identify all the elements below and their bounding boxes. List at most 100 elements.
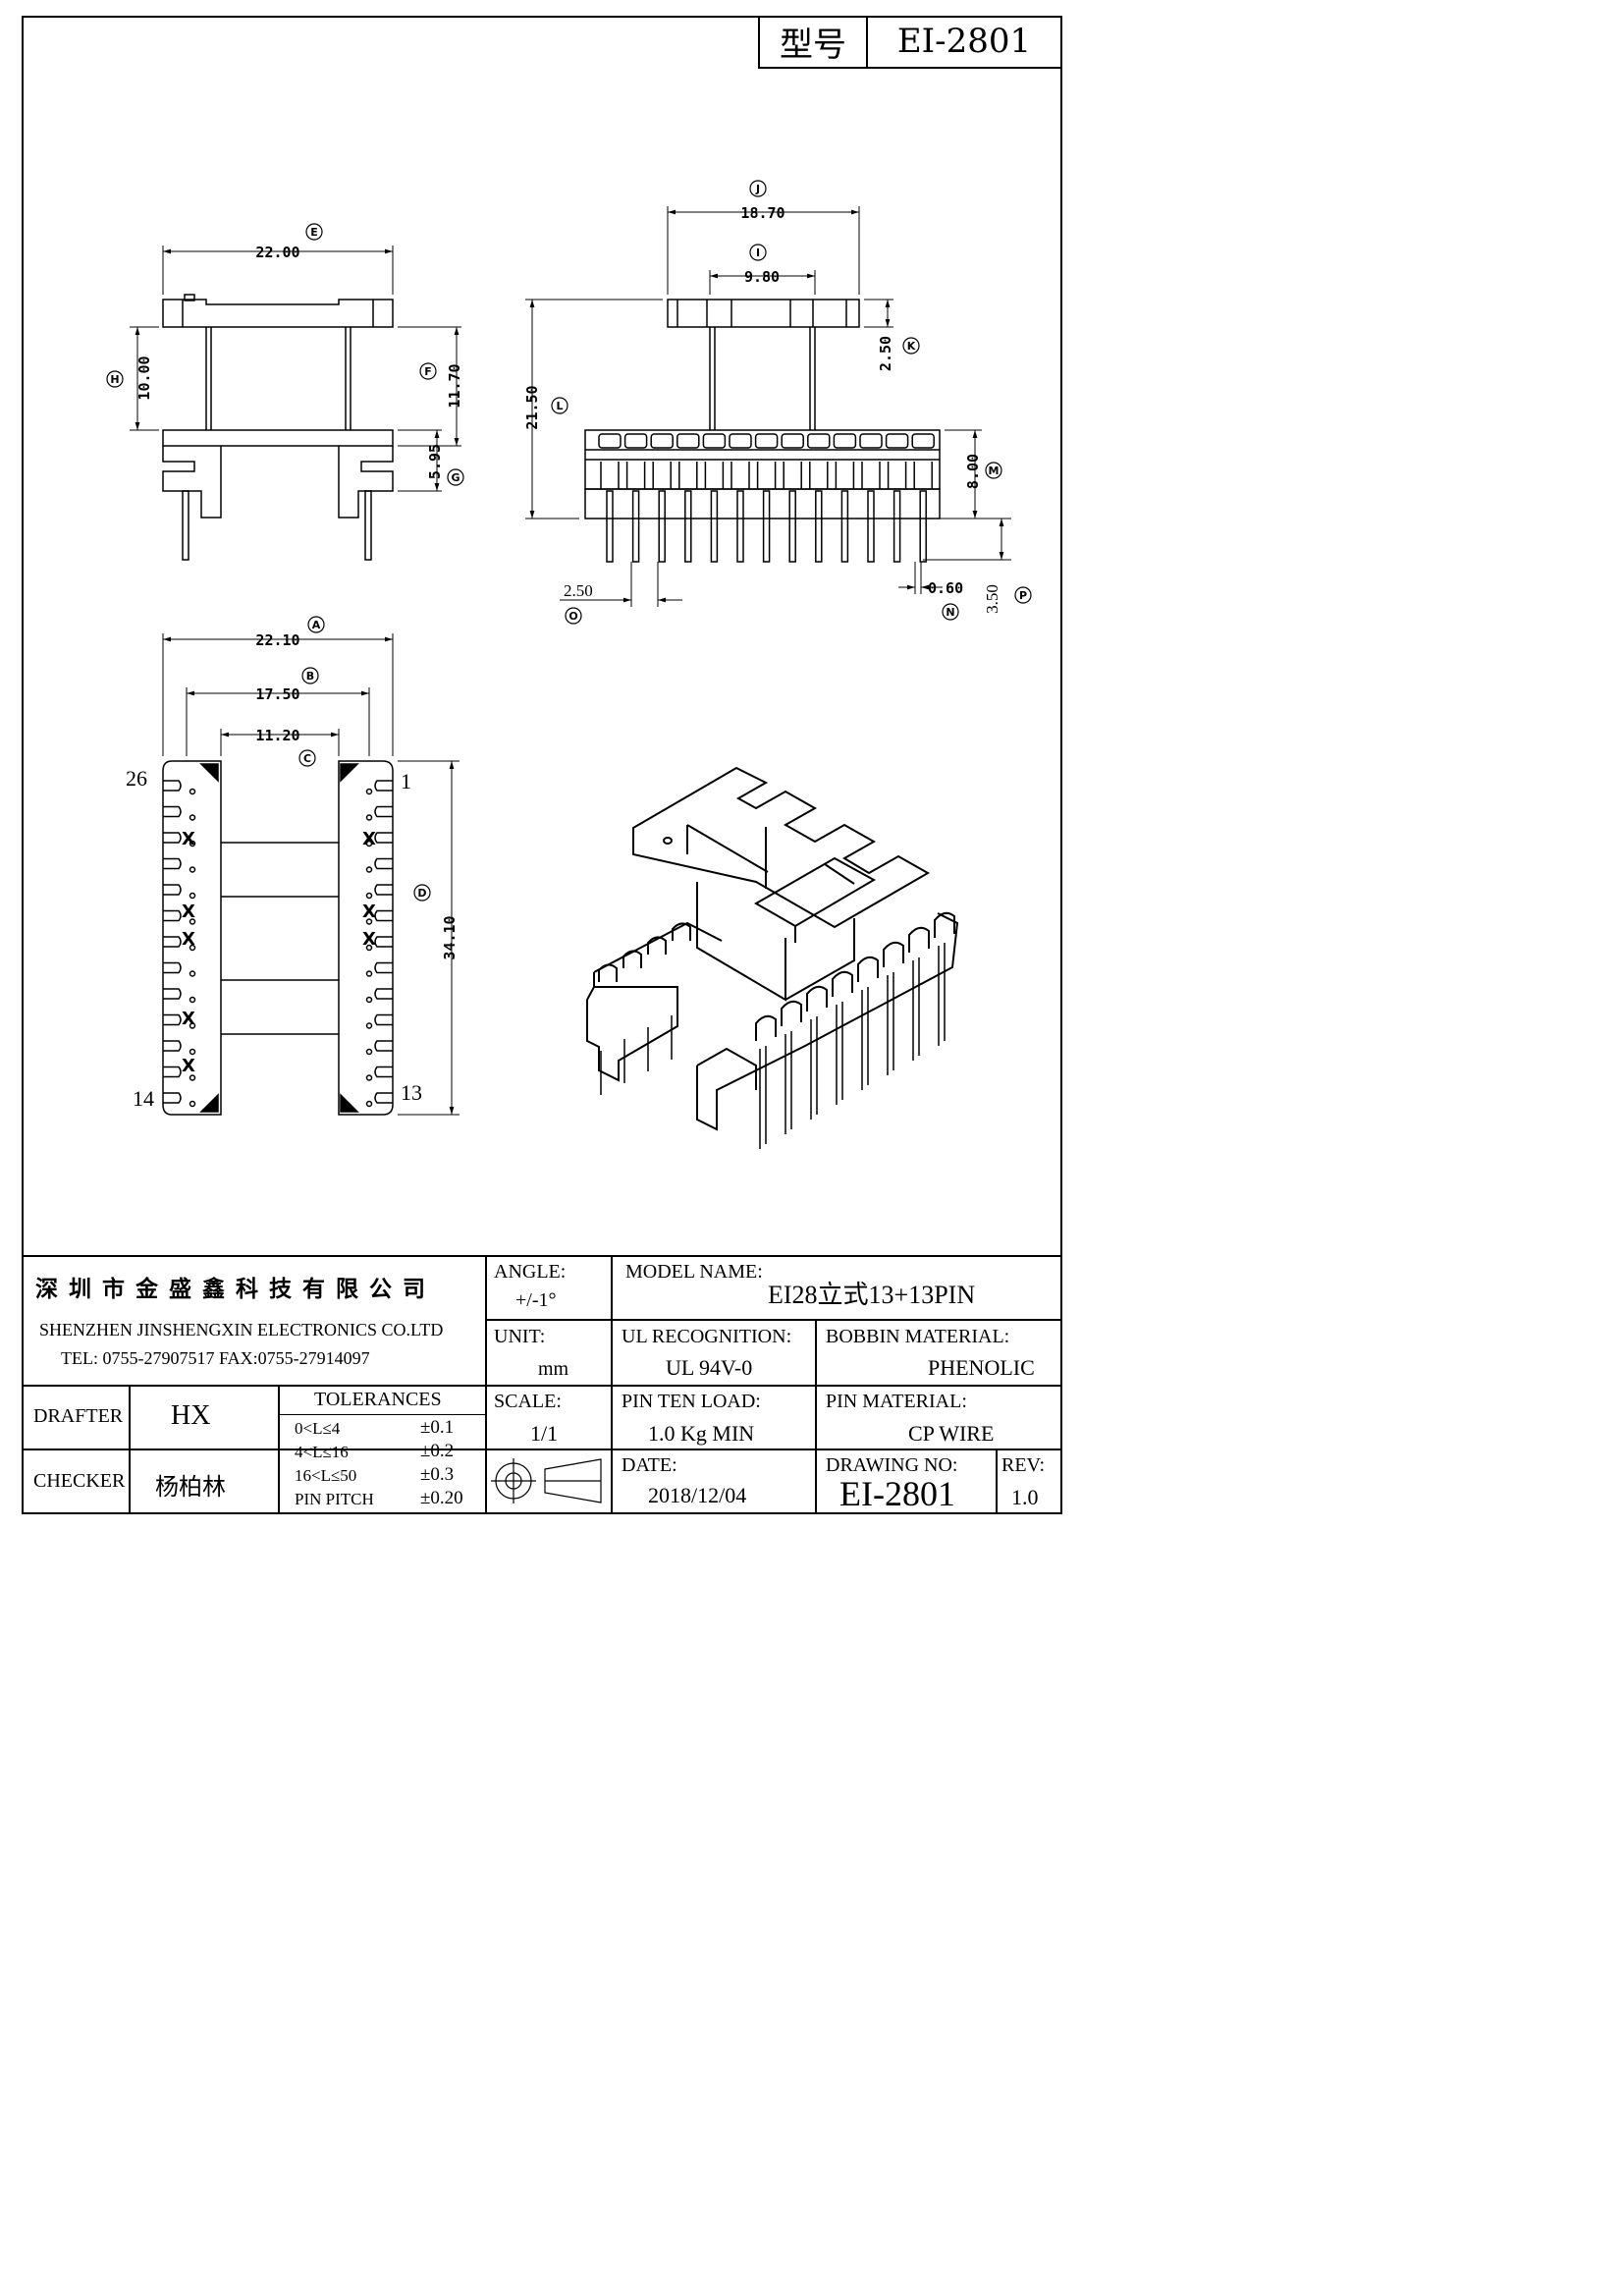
dim-K-letter: K <box>907 340 916 353</box>
dim-H-value: 10.00 <box>135 355 153 400</box>
company-contact: TEL: 0755-27907517 FAX:0755-27914097 <box>61 1348 370 1368</box>
side-comb-rib <box>754 433 779 449</box>
hole-right <box>365 1022 373 1029</box>
date-label: DATE: <box>622 1454 677 1476</box>
side-view <box>584 299 941 519</box>
slot-left <box>163 936 182 948</box>
slot-left <box>163 1066 182 1078</box>
slot-right <box>374 1013 393 1026</box>
dim-C-value: 11.20 <box>255 727 299 744</box>
tol-range-2: 4<L≤16 <box>295 1443 349 1461</box>
slot-right <box>374 1066 393 1078</box>
top-view-slots <box>163 780 393 1108</box>
iso-comb-loop <box>857 956 879 982</box>
side-pin <box>840 490 849 563</box>
dim-I-value: 9.80 <box>744 268 780 286</box>
isometric-view <box>586 766 959 1131</box>
date-value: 2018/12/04 <box>648 1483 747 1507</box>
hole-left <box>189 1074 196 1081</box>
slot-right <box>374 780 393 792</box>
dim-H-letter: H <box>110 373 119 386</box>
slot-left <box>163 857 182 870</box>
hole-right <box>365 996 373 1004</box>
removed-pin-x: X <box>182 829 195 849</box>
hole-right <box>365 866 373 873</box>
rev-value: 1.0 <box>1011 1485 1039 1509</box>
hole-right <box>365 1074 373 1081</box>
side-view-combs <box>598 433 935 489</box>
tol-range-3: 16<L≤50 <box>295 1466 357 1485</box>
slot-left <box>163 1092 182 1104</box>
slot-right <box>374 805 393 818</box>
removed-pin-x: X <box>182 1009 195 1029</box>
side-comb-rib <box>702 433 727 449</box>
removed-pin-x: X <box>182 929 195 950</box>
dim-M-value: 8.00 <box>964 454 982 489</box>
dim-A-value: 22.10 <box>255 631 299 649</box>
iso-comb-loop <box>883 941 904 967</box>
checker-label: CHECKER <box>33 1470 126 1492</box>
side-pin <box>658 490 666 563</box>
dim-O-value: 2.50 <box>564 581 593 600</box>
tol-range-1: 0<L≤4 <box>295 1419 341 1438</box>
hole-left <box>189 996 196 1004</box>
scale-value: 1/1 <box>530 1421 559 1446</box>
side-comb-rib <box>859 433 883 449</box>
side-pin <box>893 490 901 563</box>
company-name-cn: 深圳市金盛鑫科技有限公司 <box>35 1277 436 1302</box>
drawing-no-value: EI-2801 <box>839 1474 955 1513</box>
iso-comb-loop <box>647 936 667 955</box>
hole-left <box>189 1022 196 1029</box>
dim-P-letter: P <box>1019 589 1027 602</box>
removed-pin-x: X <box>182 1056 195 1076</box>
side-comb-rib <box>833 433 857 449</box>
model-header: 型号 EI-2801 <box>758 16 1062 69</box>
unit-value: mm <box>538 1358 569 1380</box>
dim-I-letter: I <box>756 246 760 259</box>
tol-value-2: ±0.2 <box>420 1441 455 1461</box>
model-header-label: 型号 <box>760 16 868 67</box>
hole-right <box>365 1100 373 1108</box>
dim-G-letter: G <box>451 471 460 484</box>
side-pin <box>684 490 692 563</box>
removed-pin-x: X <box>362 929 376 950</box>
slot-left <box>163 884 182 896</box>
hole-right <box>365 970 373 977</box>
hole-right <box>365 1048 373 1056</box>
slot-left <box>163 1040 182 1052</box>
slot-left <box>163 832 182 844</box>
hole-left <box>189 788 196 795</box>
hole-left <box>189 892 196 900</box>
hole-right <box>365 788 373 795</box>
model-name-label: MODEL NAME: <box>625 1261 763 1283</box>
ul-recognition-value: UL 94V-0 <box>666 1355 753 1380</box>
side-pin <box>867 490 875 563</box>
slot-left <box>163 1013 182 1026</box>
iso-comb-loop <box>622 950 642 968</box>
hole-left <box>189 1100 196 1108</box>
bobbin-material-value: PHENOLIC <box>928 1355 1035 1380</box>
dim-L-value: 21.50 <box>523 385 541 429</box>
side-pin <box>788 490 796 563</box>
dim-F-value: 11.70 <box>446 363 463 408</box>
side-comb-rib <box>598 433 622 449</box>
removed-pin-x: X <box>362 829 376 849</box>
slot-right <box>374 1092 393 1104</box>
angle-value: +/-1° <box>515 1289 557 1311</box>
tolerances-label: TOLERANCES <box>314 1389 442 1410</box>
hole-left <box>189 866 196 873</box>
tol-value-4: ±0.20 <box>420 1488 463 1508</box>
side-pin <box>815 490 823 563</box>
hole-right <box>365 944 373 952</box>
slot-left <box>163 909 182 922</box>
company-name-en: SHENZHEN JINSHENGXIN ELECTRONICS CO.LTD <box>39 1320 444 1339</box>
unit-label: UNIT: <box>494 1326 546 1347</box>
dim-K-value: 2.50 <box>877 336 894 371</box>
pin-ten-load-value: 1.0 Kg MIN <box>648 1421 755 1446</box>
model-header-value: EI-2801 <box>896 22 1032 61</box>
slot-right <box>374 884 393 896</box>
dim-M-letter: M <box>989 465 1000 477</box>
iso-comb-loop <box>672 922 691 941</box>
technical-drawing: 22.00 18.70 9.80 22.10 17.50 11.20 0.60 … <box>106 180 1032 1149</box>
iso-comb-loop <box>832 970 853 997</box>
